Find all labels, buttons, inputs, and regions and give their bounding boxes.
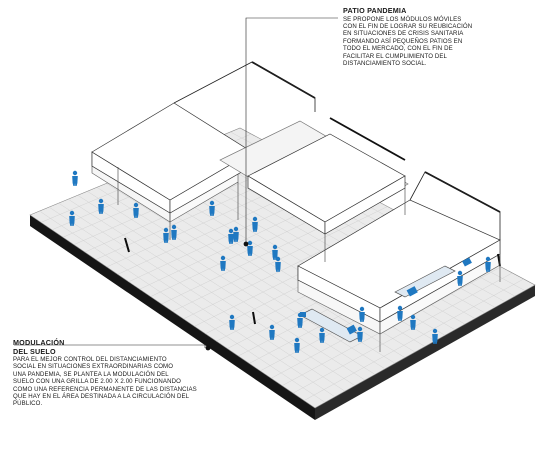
annotation-title-line: DEL SUELO <box>13 346 56 356</box>
leader-dot-icon <box>205 345 211 351</box>
person-silhouette-icon <box>98 198 104 214</box>
person-silhouette-icon <box>397 305 403 321</box>
person-silhouette-icon <box>69 210 75 226</box>
stall-accent <box>300 312 306 317</box>
annotation-title-line: MODULACIÓN <box>13 338 65 347</box>
module-3-upper-frame <box>409 171 501 240</box>
annotation-line: TODO EL MERCADO, CON EL FIN DE <box>343 45 453 53</box>
market-modules <box>91 61 501 352</box>
person-silhouette-icon <box>220 255 226 271</box>
person-silhouette-icon <box>359 306 365 322</box>
dark-wall-bar <box>252 311 256 325</box>
leader-line-modulacion <box>14 344 206 348</box>
leader-line-patio <box>245 17 338 244</box>
annotation-line: COMO UNA REFERENCIA PERMANENTE DE LAS DI… <box>13 385 197 393</box>
person-silhouette-icon <box>319 327 325 343</box>
person-silhouette-icon <box>233 226 239 242</box>
person-silhouette-icon <box>229 314 235 330</box>
person-silhouette-icon <box>297 312 303 328</box>
annotation-patio-pandemia: PATIO PANDEMIA SE PROPONE LOS MÓDULOS MÓ… <box>343 6 473 68</box>
person-silhouette-icon <box>228 228 234 244</box>
person-silhouette-icon <box>457 270 463 286</box>
floor-slab-right-face <box>315 285 535 420</box>
person-silhouette-icon <box>72 170 78 186</box>
support-columns <box>117 167 501 352</box>
leader-dot-icon <box>243 241 249 247</box>
market-module-3 <box>297 171 501 343</box>
stall-accent <box>406 286 418 297</box>
grid-line <box>292 272 513 394</box>
person-silhouette-icon <box>252 216 258 232</box>
annotation-line: SOCIAL EN SITUACIONES EXTRAORDINARIAS CO… <box>13 363 174 371</box>
person-silhouette-icon <box>171 224 177 240</box>
person-silhouette-icon <box>294 337 300 353</box>
person-silhouette-icon <box>275 256 281 272</box>
person-silhouette-icon <box>209 200 215 216</box>
annotation-line: CON EL FIN DE LOGRAR SU REUBICACIÓN <box>343 22 473 30</box>
annotation-line: SUELO CON UNA GRILLA DE 2.00 X 2.00 FUNC… <box>13 378 181 386</box>
stall-accent <box>346 324 357 335</box>
dark-wall-bar <box>124 237 130 253</box>
person-silhouette-icon <box>269 324 275 340</box>
person-silhouette-icon <box>163 227 169 243</box>
module-2-roof-dark-edge <box>329 117 406 161</box>
person-silhouette-icon <box>485 256 491 272</box>
annotation-body: PARA EL MEJOR CONTROL DEL DISTANCIAMIENT… <box>13 356 213 408</box>
floor-slab-left-face <box>30 215 315 420</box>
person-silhouette-icon <box>432 328 438 344</box>
annotation-body: SE PROPONE LOS MÓDULOS MÓVILES CON EL FI… <box>343 16 473 68</box>
person-silhouette-icon <box>357 326 363 342</box>
annotation-line: EN SITUACIONES DE CRISIS SANITARIA <box>343 30 464 38</box>
person-silhouette-icon <box>410 314 416 330</box>
annotation-line: SE PROPONE LOS MÓDULOS MÓVILES <box>343 15 462 23</box>
module-1-upper-frame <box>173 61 316 112</box>
grid-line <box>303 278 524 401</box>
market-module-2 <box>219 117 409 235</box>
person-silhouette-icon <box>133 202 139 218</box>
annotation-line: PARA EL MEJOR CONTROL DEL DISTANCIAMIENT… <box>13 356 167 363</box>
annotation-line: PÚBLICO. <box>13 400 43 408</box>
stall-accent <box>462 257 472 267</box>
annotation-line: DISTANCIAMIENTO SOCIAL. <box>343 59 427 67</box>
annotation-modulacion-suelo: MODULACIÓN DEL SUELO PARA EL MEJOR CONTR… <box>13 338 213 408</box>
people-layer <box>69 170 491 353</box>
blue-stall-accents <box>300 257 472 335</box>
annotation-line: UNA PANDEMIA, SE PLANTEA LA MODULACIÓN D… <box>13 370 169 378</box>
annotation-line: FORMANDO ASÍ PEQUEÑOS PATIOS EN <box>343 37 463 45</box>
leader-lines <box>14 17 338 351</box>
annotation-line: FACILITAR EL CUMPLIMIENTO DEL <box>343 52 448 60</box>
annotation-title: PATIO PANDEMIA <box>343 6 407 15</box>
person-silhouette-icon <box>247 240 253 256</box>
annotation-line: QUE HAY EN EL ÁREA DESTINADA A LA CIRCUL… <box>13 393 190 401</box>
